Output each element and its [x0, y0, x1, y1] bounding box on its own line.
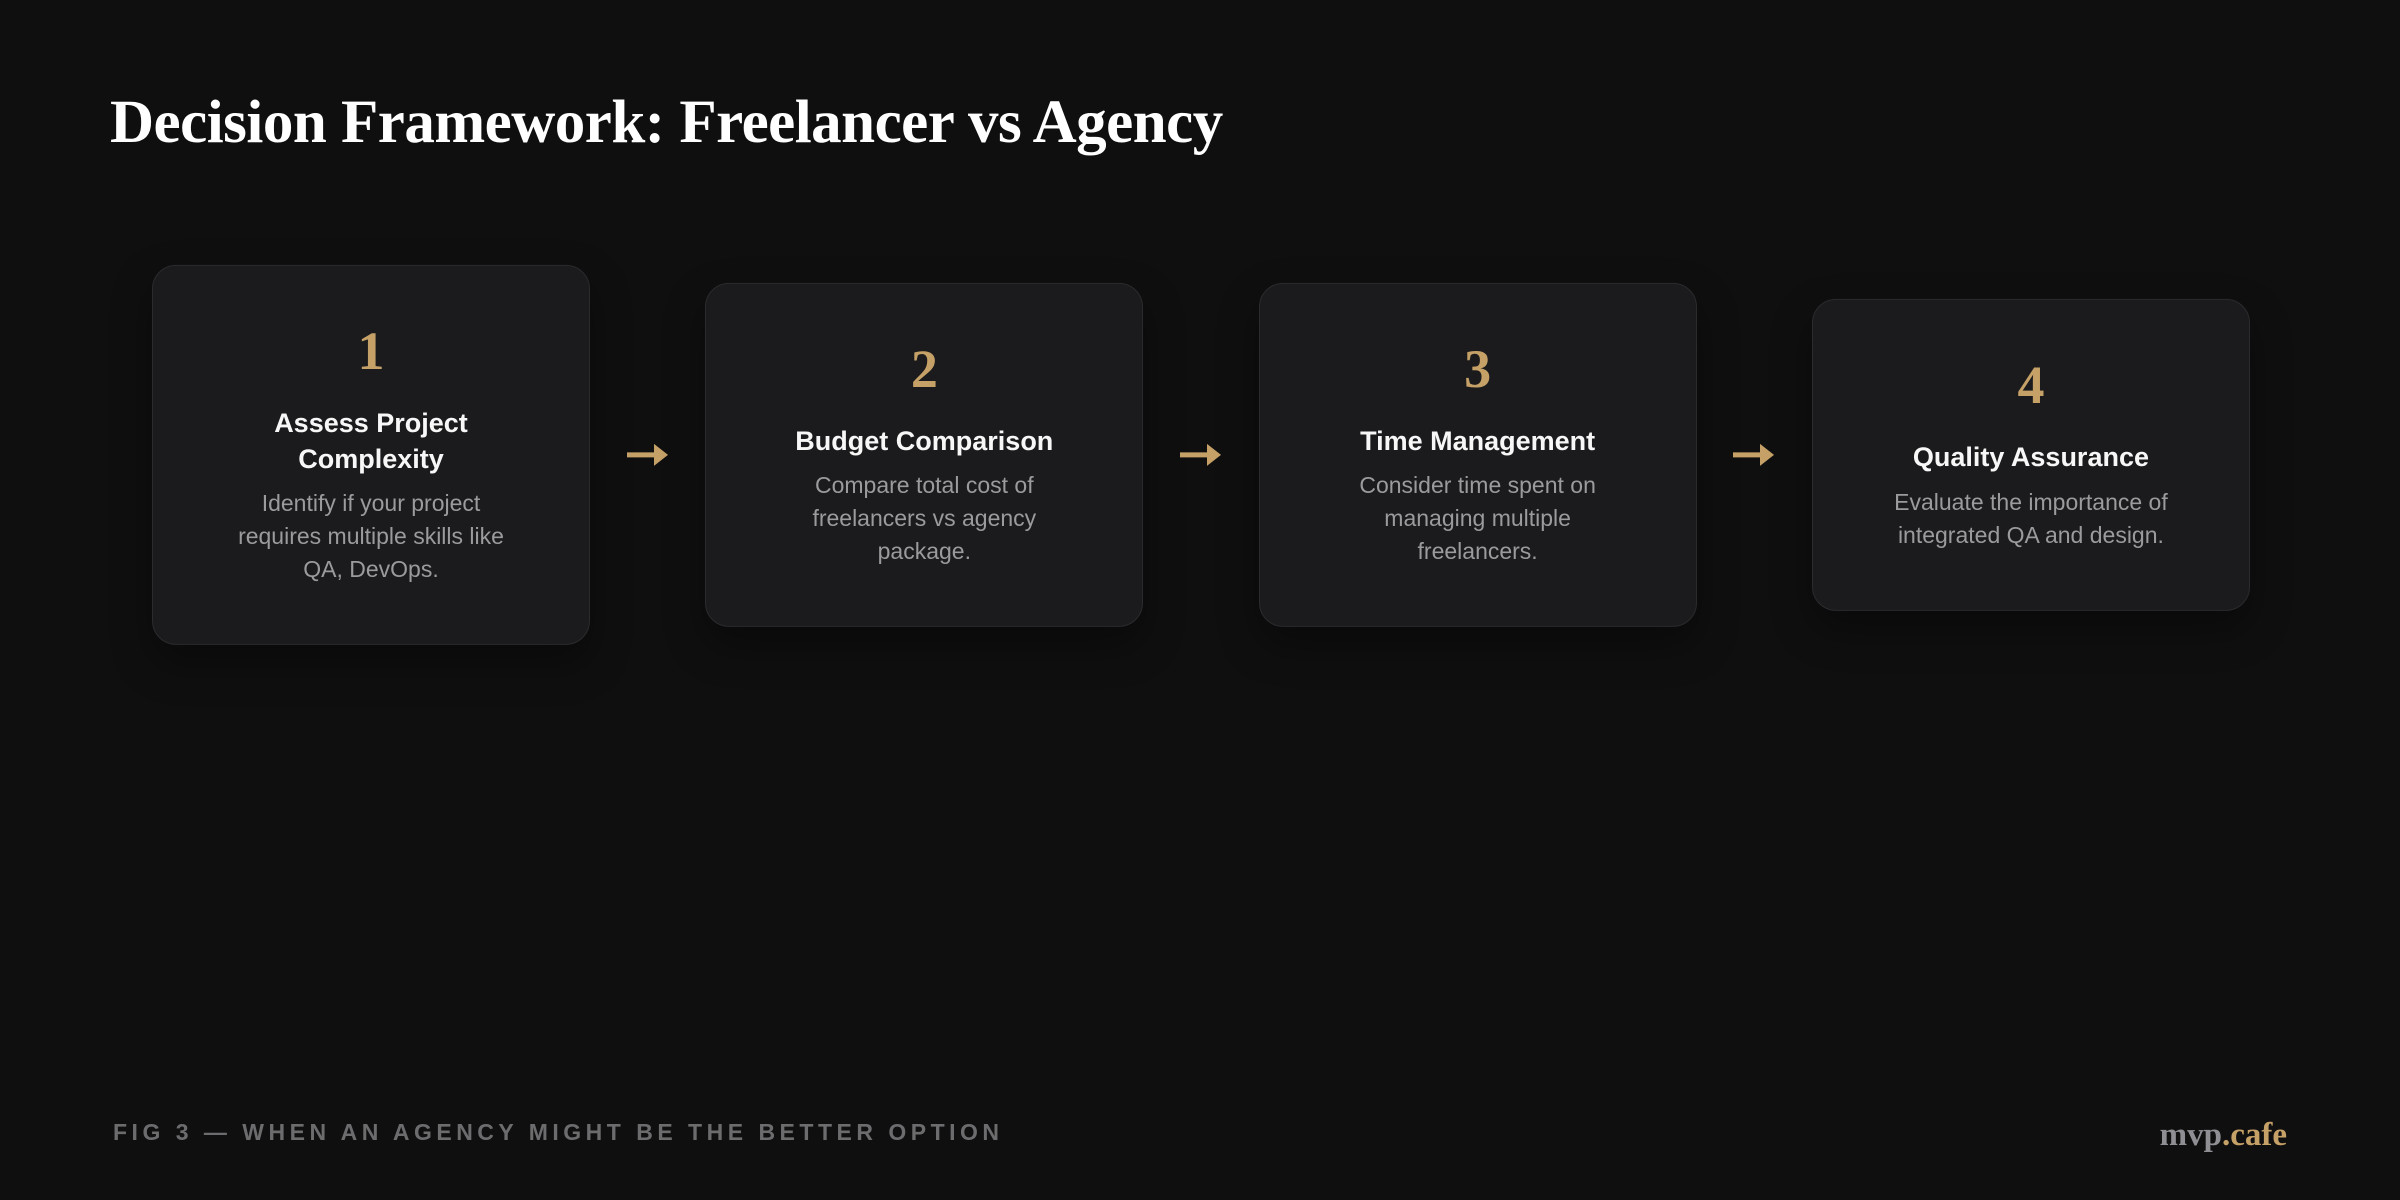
- step-description: Compare total cost of freelancers vs age…: [812, 472, 1037, 565]
- step-number: 2: [910, 338, 938, 399]
- steps-row: 1 Assess Project Complexity Identify if …: [152, 264, 2250, 646]
- step-number: 1: [357, 320, 385, 381]
- step-card-2: 2 Budget Comparison Compare total cost o…: [705, 282, 1144, 628]
- brand-logo-gray-part: mvp: [2159, 1117, 2222, 1153]
- step-number: 3: [1464, 338, 1492, 399]
- step-number: 4: [2017, 355, 2045, 416]
- step-card-3: 3 Time Management Consider time spent on…: [1258, 282, 1697, 628]
- brand-logo-gold-part: .cafe: [2221, 1117, 2287, 1153]
- arrow-right-icon: [1179, 443, 1222, 467]
- step-title: Budget Comparison: [795, 425, 1054, 456]
- step-description: Evaluate the importance of integrated QA…: [1894, 488, 2168, 548]
- step-title: Time Management: [1360, 425, 1596, 456]
- arrow-right-icon: [626, 443, 669, 467]
- step-card-4: 4 Quality Assurance Evaluate the importa…: [1811, 299, 2250, 611]
- arrow-right-icon: [1733, 443, 1775, 467]
- step-title: Assess Project Complexity: [274, 407, 468, 474]
- brand-logo: mvp.cafe: [2160, 1117, 2287, 1154]
- figure-caption: FIG 3 — WHEN AN AGENCY MIGHT BE THE BETT…: [113, 1119, 1004, 1145]
- step-title: Quality Assurance: [1912, 442, 2149, 473]
- step-card-1: 1 Assess Project Complexity Identify if …: [152, 264, 590, 646]
- step-description: Identify if your project requires multip…: [238, 490, 504, 583]
- step-description: Consider time spent on managing multiple…: [1359, 472, 1596, 565]
- page-title: Decision Framework: Freelancer vs Agency: [110, 89, 1223, 156]
